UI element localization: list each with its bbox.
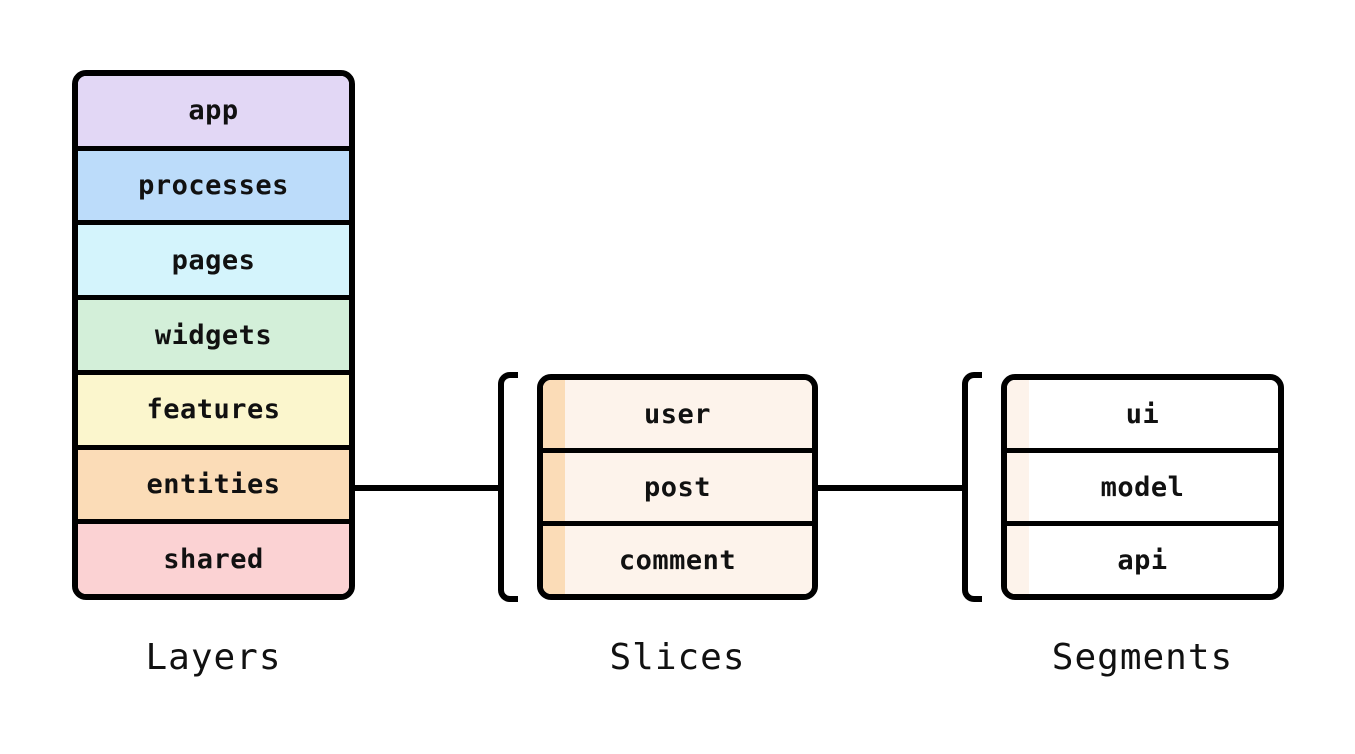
layer-row[interactable]: processes [78, 150, 349, 226]
slice-label: comment [618, 544, 737, 576]
row-accent-stripe [543, 526, 565, 594]
segment-label: ui [1125, 398, 1160, 430]
layer-row[interactable]: pages [78, 225, 349, 301]
layer-label: widgets [154, 319, 273, 351]
layer-label: processes [138, 170, 289, 202]
slices-bracket-icon [498, 372, 518, 602]
slices-caption: Slices [609, 637, 746, 678]
slices-stack: user post comment [537, 374, 818, 600]
layer-row[interactable]: shared [78, 524, 349, 594]
row-accent-stripe [1007, 453, 1029, 521]
segments-bracket-icon [962, 372, 982, 602]
slice-label: post [643, 471, 712, 503]
segments-caption: Segments [1051, 637, 1234, 678]
layer-row[interactable]: entities [78, 449, 349, 525]
row-accent-stripe [543, 453, 565, 521]
connector-slices-to-segments [816, 485, 968, 491]
layer-label: features [146, 394, 281, 426]
slice-label: user [643, 398, 712, 430]
layer-row[interactable]: widgets [78, 300, 349, 375]
row-accent-stripe [1007, 380, 1029, 448]
connector-layers-to-slices [352, 485, 504, 491]
segment-row[interactable]: ui [1007, 380, 1278, 453]
segment-row[interactable]: model [1007, 453, 1278, 526]
segments-stack: ui model api [1001, 374, 1284, 600]
segment-row[interactable]: api [1007, 526, 1278, 594]
slice-row[interactable]: user [543, 380, 812, 453]
layer-label: app [188, 95, 239, 127]
segment-label: api [1117, 544, 1168, 576]
layer-row[interactable]: features [78, 374, 349, 450]
row-accent-stripe [1007, 526, 1029, 594]
slice-row[interactable]: comment [543, 526, 812, 594]
layer-label: entities [146, 468, 281, 500]
slice-row[interactable]: post [543, 453, 812, 526]
layers-stack: app processes pages widgets features entities… [72, 70, 355, 600]
layer-label: pages [171, 244, 256, 276]
row-accent-stripe [543, 380, 565, 448]
segment-label: model [1100, 471, 1185, 503]
layer-row[interactable]: app [78, 76, 349, 151]
layer-label: shared [163, 543, 264, 575]
layers-caption: Layers [145, 637, 282, 678]
